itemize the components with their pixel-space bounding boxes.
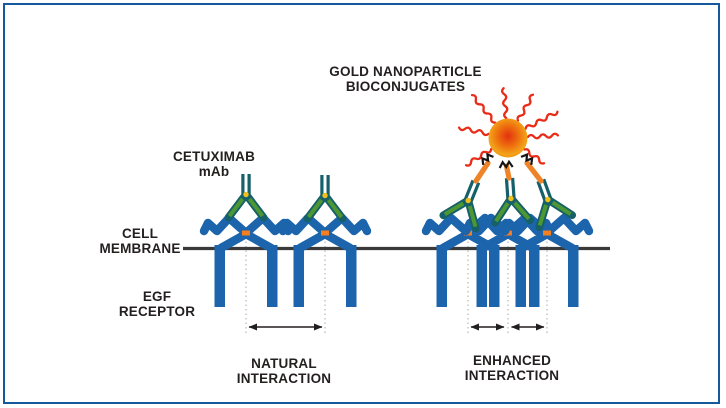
- natural-interaction-label-line2: INTERACTION: [236, 370, 332, 386]
- cetuximab-label-line1: CETUXIMAB: [172, 149, 256, 164]
- enhanced-interaction-label: ENHANCED INTERACTION: [464, 353, 560, 383]
- figure-border-frame: [3, 3, 720, 404]
- cell-membrane-label-line1: CELL: [121, 226, 159, 241]
- gold-nanoparticle-label-line2: BIOCONJUGATES: [345, 78, 466, 94]
- egf-receptor-label-line2: RECEPTOR: [118, 303, 196, 319]
- cetuximab-antibody-natural-1: [229, 174, 264, 218]
- egf-receptor-label: EGF RECEPTOR: [118, 289, 196, 319]
- linker-rods: [473, 160, 544, 184]
- enhanced-interaction-label-line2: INTERACTION: [464, 367, 560, 383]
- gold-nanoparticle-icon: [488, 118, 528, 158]
- cetuximab-label-line2: mAb: [198, 163, 230, 179]
- gold-nanoparticle-label-line1: GOLD NANOPARTICLE: [329, 64, 482, 79]
- enhanced-interaction-label-line1: ENHANCED: [472, 353, 552, 368]
- peg-squiggles: [457, 87, 560, 167]
- natural-interaction-label-line1: NATURAL: [251, 356, 317, 371]
- cetuximab-label: CETUXIMAB mAb: [172, 149, 256, 179]
- distance-guide-dotted-lines: [245, 237, 548, 333]
- cetuximab-antibody-natural-2: [308, 175, 343, 219]
- gold-nanoparticle-label: GOLD NANOPARTICLE BIOCONJUGATES: [329, 64, 482, 94]
- egf-receptor-dimer-natural-1: [204, 218, 288, 307]
- egf-receptor-dimer-enhanced-3: [505, 218, 589, 307]
- egf-receptor-dimer-natural-2: [283, 218, 367, 307]
- egf-receptor-label-line1: EGF: [142, 289, 172, 304]
- cell-membrane-label-line2: MEMBRANE: [99, 240, 181, 256]
- cetuximab-antibody-conjugated-middle: [492, 177, 530, 223]
- natural-interaction-label: NATURAL INTERACTION: [236, 356, 332, 386]
- cell-membrane-label: CELL MEMBRANE: [99, 226, 181, 256]
